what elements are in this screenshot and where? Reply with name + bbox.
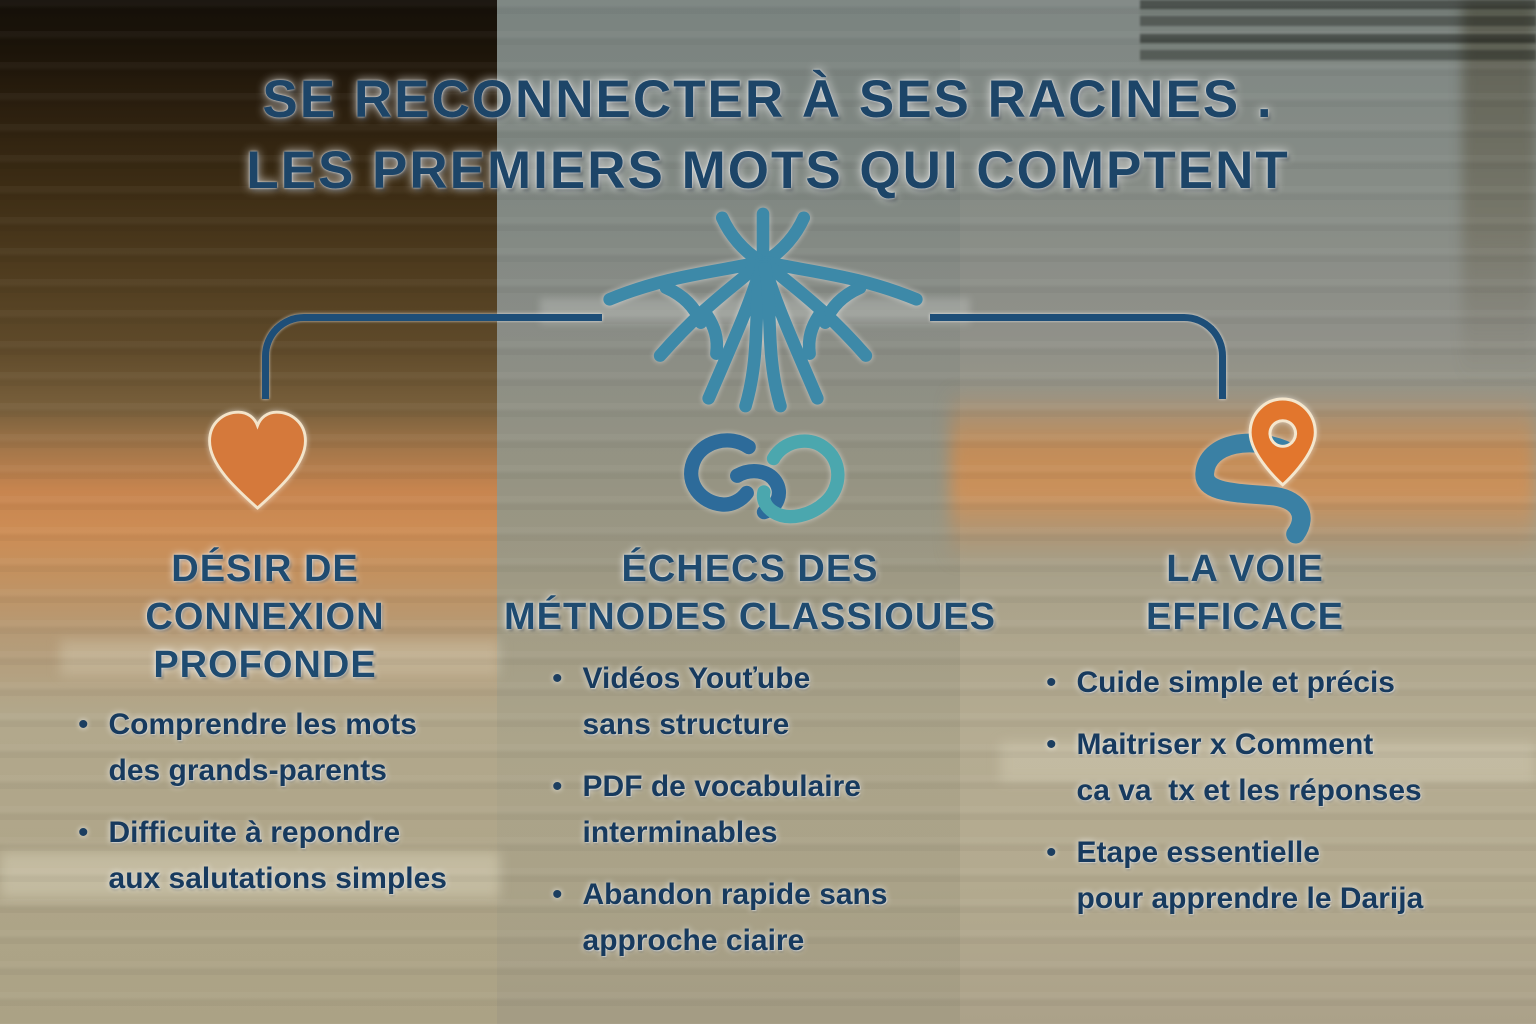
bullet-text: PDF de vocabulaire interminables <box>583 764 861 856</box>
bullet-text: Etape essentielle pour apprendre le Dari… <box>1077 830 1424 922</box>
connector-bracket-left <box>262 314 602 399</box>
bullet-text: Vidéos Youťube sans structure <box>583 656 811 748</box>
page-title-line-2: LES PREMIERS MOTS QUI COMPTENT <box>246 141 1290 200</box>
bullet-dot: • <box>1046 728 1057 761</box>
background-top-right-streaks <box>1140 0 1536 64</box>
bullet-text-line: aux salutations simples <box>108 862 447 895</box>
bullet-dot: • <box>552 770 563 803</box>
heading-line: PROFONDE <box>153 644 377 686</box>
bullet-text-line: approche ciaire <box>582 924 805 957</box>
bullet-text-line: ca va tx et les réponses <box>1076 774 1422 807</box>
bullet-text: Difficuite à repondre aux salutations si… <box>109 810 447 902</box>
bullet-text: Abandon rapide sans approche ciaire <box>583 872 888 964</box>
tree-roots-icon <box>598 206 928 414</box>
bullet-dot: • <box>1046 836 1057 869</box>
heading-line: ÉCHECS DES <box>621 548 879 590</box>
bullet-text-line: PDF de vocabulaire <box>582 770 861 803</box>
bullet-text: Maitriser x Comment ca va tx et les répo… <box>1077 722 1422 814</box>
page-title-line-1: SE RECONNECTER À SES RACINES . <box>262 70 1274 129</box>
list-item: • Maitriser x Comment ca va tx et les ré… <box>1046 722 1423 814</box>
bullet-text-line: Cuide simple et précis <box>1076 666 1395 699</box>
bullet-text-line: Etape essentielle <box>1076 836 1320 869</box>
bullet-dot: • <box>78 708 89 741</box>
list-item: • Etape essentielle pour apprendre le Da… <box>1046 830 1423 922</box>
bullet-text-line: interminables <box>582 816 778 849</box>
map-pin-path-icon <box>1186 396 1336 546</box>
heading-echecs-des-metnodes-classioues: ÉCHECS DES MÉTNODES CLASSIOUES <box>485 545 1015 641</box>
list-item: • PDF de vocabulaire interminables <box>552 764 888 856</box>
heading-line: LA VOIE <box>1166 548 1324 590</box>
bullet-text: Cuide simple et précis <box>1077 660 1395 706</box>
bullet-text-line: Vidéos Youťube <box>582 662 811 695</box>
connector-bracket-right <box>930 314 1226 399</box>
bullet-dot: • <box>552 662 563 695</box>
bullet-list-column-3: • Cuide simple et précis • Maitriser x C… <box>1046 660 1423 938</box>
list-item: • Difficuite à repondre aux salutations … <box>78 810 447 902</box>
bullet-text: Comprendre les mots des grands-parents <box>109 702 417 794</box>
bullet-text-line: pour apprendre le Darija <box>1076 882 1424 915</box>
bullet-text-line: sans structure <box>582 708 790 741</box>
list-item: • Cuide simple et précis <box>1046 660 1423 706</box>
page-title: SE RECONNECTER À SES RACINES . LES PREMI… <box>0 64 1536 206</box>
heading-line: EFFICACE <box>1146 596 1344 638</box>
list-item: • Comprendre les mots des grands-parents <box>78 702 447 794</box>
heading-la-voie-efficace: LA VOIE EFFICACE <box>1030 545 1460 641</box>
heading-line: MÉTNODES CLASSIOUES <box>504 596 996 638</box>
bullet-dot: • <box>78 816 89 849</box>
heart-icon <box>200 402 315 522</box>
list-item: • Abandon rapide sans approche ciaire <box>552 872 888 964</box>
bullet-dot: • <box>552 878 563 911</box>
heading-line: CONNEXION <box>145 596 385 638</box>
chain-link-heart-icon <box>672 426 877 536</box>
bullet-text-line: Comprendre les mots <box>108 708 417 741</box>
bullet-text-line: Difficuite à repondre <box>108 816 401 849</box>
bullet-dot: • <box>1046 666 1057 699</box>
bullet-list-column-1: • Comprendre les mots des grands-parents… <box>78 702 447 918</box>
list-item: • Vidéos Youťube sans structure <box>552 656 888 748</box>
bullet-text-line: Abandon rapide sans <box>582 878 888 911</box>
bullet-text-line: Maitriser x Comment <box>1076 728 1374 761</box>
bullet-text-line: des grands-parents <box>108 754 387 787</box>
heading-line: DÉSIR DE <box>171 548 359 590</box>
heading-desir-de-connexion-profonde: DÉSIR DE CONNEXION PROFONDE <box>30 545 500 689</box>
bullet-list-column-2: • Vidéos Youťube sans structure • PDF de… <box>552 656 888 980</box>
